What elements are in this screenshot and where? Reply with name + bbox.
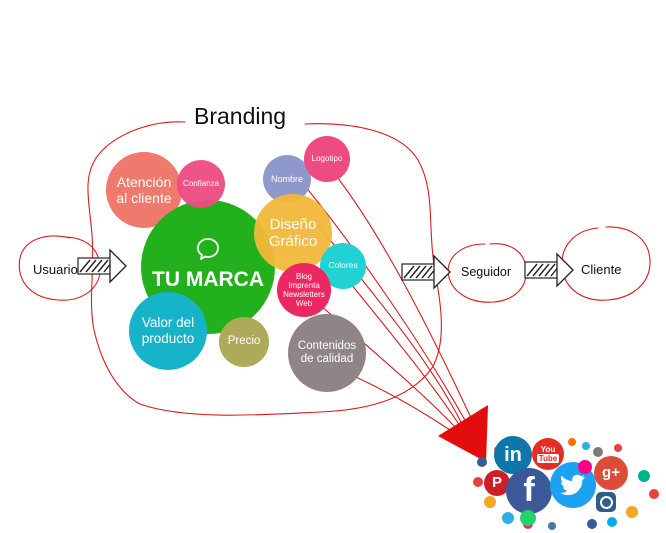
line-blog — [304, 291, 457, 429]
bubble-contenidos-text: Contenidos de calidad — [297, 339, 357, 365]
line-contenidos — [344, 371, 451, 431]
bubble-confianza: Confianza — [177, 160, 225, 208]
chat-icon — [197, 238, 219, 260]
pinterest-icon: P — [484, 470, 510, 496]
bubble-precio-text: Precio — [227, 335, 261, 348]
bubble-marca-text: TU MARCA — [152, 267, 264, 291]
flickr-icon — [578, 460, 592, 474]
bubble-precio: Precio — [219, 317, 269, 367]
branding-title: Branding — [190, 103, 291, 130]
arrow-seguidor-cliente — [524, 252, 574, 288]
usuario-label: Usuario — [33, 262, 78, 277]
bubble-valor-text: Valor del producto — [141, 315, 195, 346]
bubble-valor-producto: Valor del producto — [129, 292, 207, 370]
whatsapp-icon — [520, 510, 536, 526]
line-logotipo — [329, 167, 473, 421]
seguidor-label: Seguidor — [461, 265, 512, 279]
bubble-nombre-text: Nombre — [270, 173, 303, 184]
bubble-logotipo: Logotipo — [304, 136, 350, 182]
googleplus-icon: g+ — [594, 456, 628, 490]
bubble-colores-text: Colores — [328, 260, 358, 271]
bubble-diseno-grafico: Diseño Gráfico — [254, 194, 332, 272]
seguidor-loop — [447, 243, 527, 303]
branding-loop — [87, 121, 442, 416]
bubble-atencion-text: Atención al cliente — [116, 173, 172, 206]
usuario-loop — [18, 235, 101, 301]
bubble-blog: Blog Imprenta Newsletters Web — [277, 263, 331, 317]
cliente-loop — [561, 226, 651, 301]
instagram-icon — [596, 492, 616, 512]
social-arrowhead — [438, 405, 488, 462]
line-colores — [337, 267, 461, 427]
cliente-label: Cliente — [581, 262, 622, 277]
youtube-icon: You Tube — [532, 438, 564, 470]
facebook-icon: f — [506, 468, 552, 514]
arrow-usuario-marca — [77, 248, 127, 284]
social-cluster: P in You Tube f g+ — [468, 432, 666, 533]
linkedin-icon: in — [494, 436, 532, 474]
bubble-diseno-text: Diseño Gráfico — [268, 215, 318, 250]
bubble-logotipo-text: Logotipo — [311, 154, 343, 164]
bubble-contenidos: Contenidos de calidad — [288, 314, 366, 392]
bubble-confianza-text: Confianza — [182, 179, 220, 189]
bubble-blog-text: Blog Imprenta Newsletters Web — [283, 271, 325, 309]
arrow-marca-seguidor — [401, 254, 451, 290]
